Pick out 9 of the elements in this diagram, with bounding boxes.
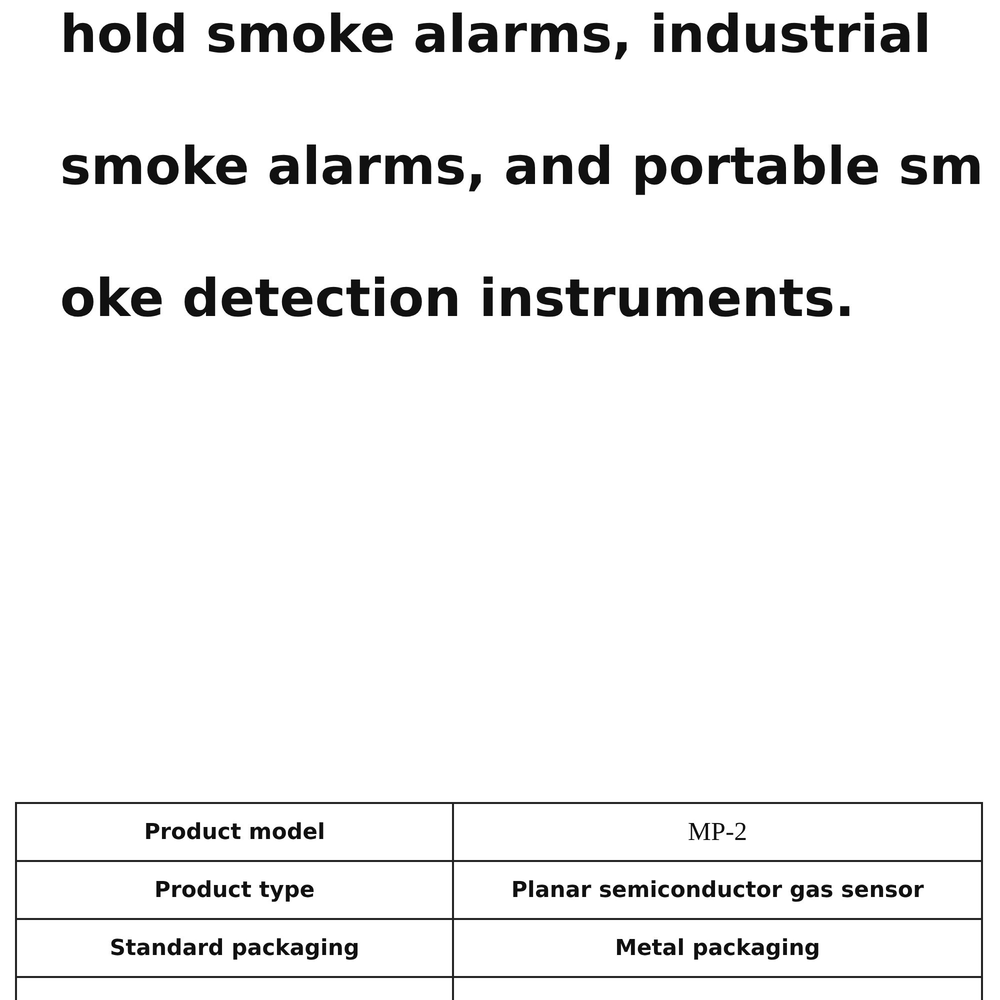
row-header-cell: Standard packaging bbox=[16, 919, 454, 977]
value-cell: MP-2 bbox=[453, 803, 982, 861]
row-header-cell: Product model bbox=[16, 803, 454, 861]
paragraph-line: hold smoke alarms, industrial bbox=[60, 4, 932, 67]
paragraph-line: smoke alarms, and portable sm bbox=[60, 136, 984, 199]
value-cell: Metal packaging bbox=[453, 919, 982, 977]
row-header-cell: Product type bbox=[16, 861, 454, 919]
value-cell: Planar semiconductor gas sensor bbox=[453, 861, 982, 919]
paragraph-line: oke detection instruments. bbox=[60, 268, 855, 331]
